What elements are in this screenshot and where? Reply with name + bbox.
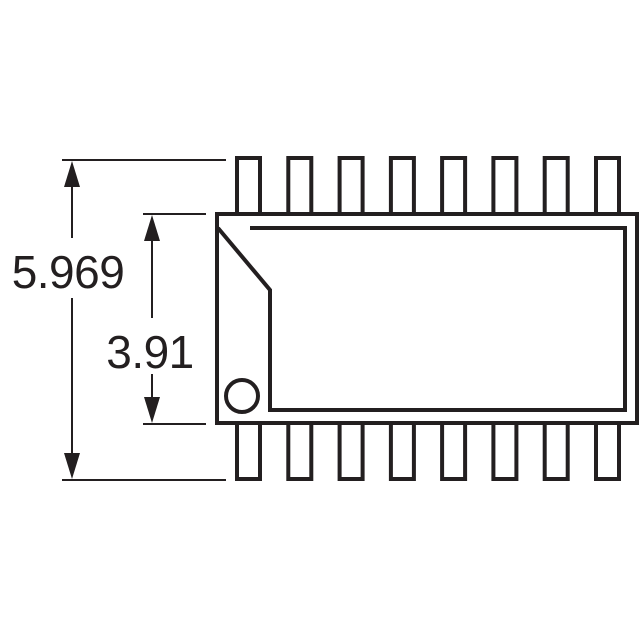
package-top-face-outline [216,226,627,412]
top-pin-5 [440,156,468,216]
top-pin-4 [388,156,416,216]
top-pin-2 [286,156,314,216]
bottom-pin-8 [594,421,621,481]
bottom-pin-5 [440,421,468,481]
bottom-pin-6 [491,421,519,481]
bottom-pin-2 [286,421,314,481]
bottom-pin-4 [388,421,416,481]
top-pin-1 [235,156,262,216]
top-pin-3 [337,156,365,216]
body-arrow-bottom [144,397,160,423]
body-width-label: 3.91 [106,326,194,378]
bottom-pin-7 [542,421,570,481]
package-body [215,212,639,425]
overall-arrow-top [64,161,80,187]
bottom-pin-3 [337,421,365,481]
top-pin-row [235,156,621,216]
top-pin-8 [594,156,621,216]
bottom-pin-1 [235,421,262,481]
body-width-dimension: 3.91 [106,213,206,425]
pin-one-indicator [224,378,260,414]
package-body-outline [215,212,639,425]
body-arrow-top [144,215,160,241]
top-pin-7 [542,156,570,216]
top-pin-6 [491,156,519,216]
overall-arrow-bottom [64,453,80,479]
overall-width-label: 5.969 [12,246,125,298]
bottom-pin-row [235,421,621,481]
overall-width-dimension: 5.969 [12,159,226,481]
